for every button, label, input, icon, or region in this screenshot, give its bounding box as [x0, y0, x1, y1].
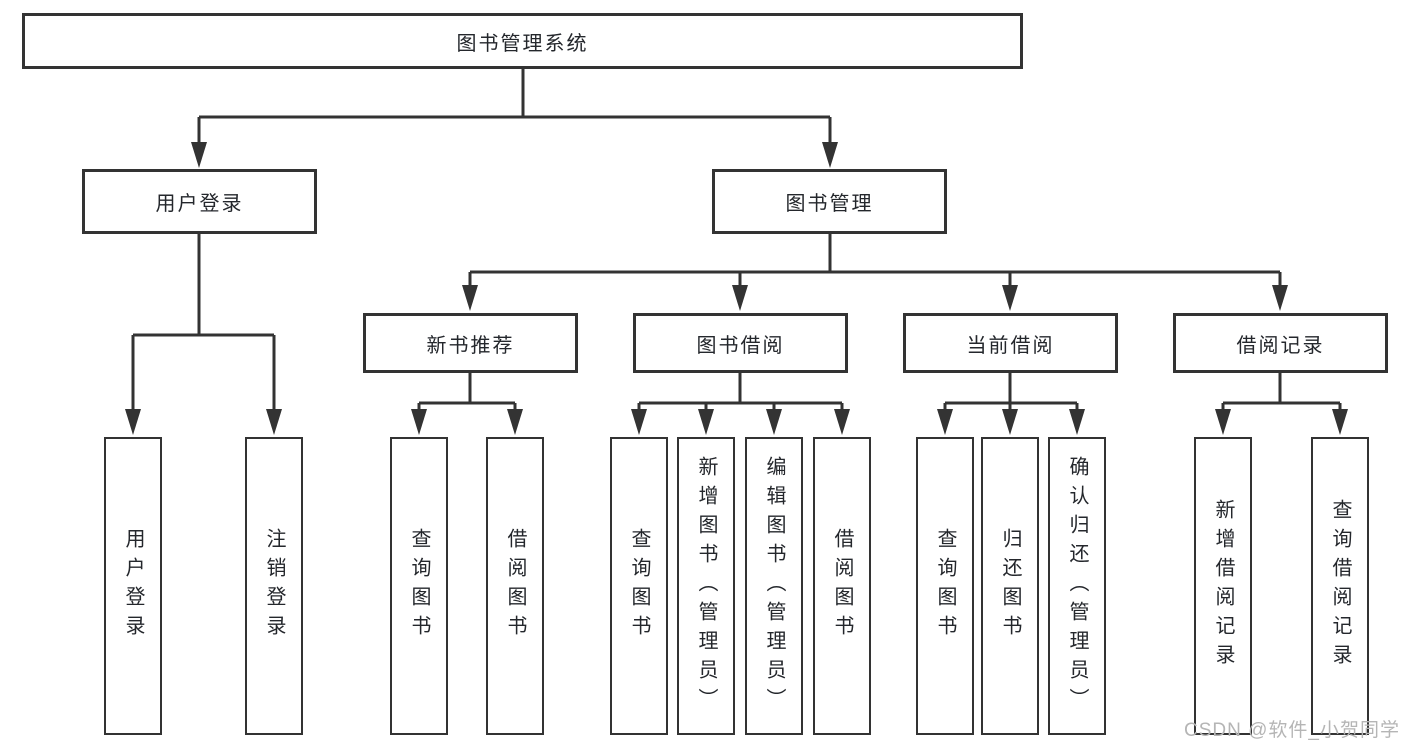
node-current-borrow-label: 当前借阅 — [966, 334, 1055, 357]
arrowhead-leaf-user-login — [125, 409, 141, 435]
arrowhead-leaf-return-books — [1002, 409, 1018, 435]
leaf-logout-label: 注销登录 — [263, 528, 285, 644]
node-book-borrow-label: 图书借阅 — [696, 334, 785, 357]
arrowhead-leaf-edit-books — [766, 409, 782, 435]
leaf-borrow-books-borrow-label: 借阅图书 — [831, 528, 853, 644]
connector-root-to-level2 — [197, 69, 832, 152]
leaf-query-borrow-record-label: 查询借阅记录 — [1329, 499, 1351, 673]
node-book-management: 图书管理 — [712, 169, 947, 234]
connector-bookborrow-to-leaves — [637, 373, 844, 420]
leaf-confirm-return-admin: 确认归还（管理员） — [1048, 437, 1106, 735]
node-book-borrow: 图书借阅 — [633, 313, 848, 373]
leaf-add-books-admin-label: 新增图书（管理员） — [695, 455, 717, 717]
arrowhead-leaf-borrow-books-nb — [507, 409, 523, 435]
node-root-label: 图书管理系统 — [456, 32, 589, 55]
arrowhead-leaf-borrow-books-bb — [834, 409, 850, 435]
node-borrow-records-label: 借阅记录 — [1236, 334, 1325, 357]
leaf-borrow-books-newbook: 借阅图书 — [486, 437, 544, 735]
leaf-query-books-borrow: 查询图书 — [610, 437, 668, 735]
leaf-query-books-current: 查询图书 — [916, 437, 974, 735]
connector-userlogin-to-leaves — [131, 234, 276, 420]
arrowhead-borrow-records — [1272, 285, 1288, 311]
leaf-user-login: 用户登录 — [104, 437, 162, 735]
node-new-book-recommend: 新书推荐 — [363, 313, 578, 373]
leaf-logout: 注销登录 — [245, 437, 303, 735]
node-current-borrow: 当前借阅 — [903, 313, 1118, 373]
leaf-borrow-books-borrow: 借阅图书 — [813, 437, 871, 735]
leaf-return-books: 归还图书 — [981, 437, 1039, 735]
leaf-user-login-label: 用户登录 — [122, 528, 144, 644]
connector-borrowrecords-to-leaves — [1221, 373, 1342, 420]
arrowhead-leaf-confirm-return — [1069, 409, 1085, 435]
arrowhead-book-management — [822, 142, 838, 168]
arrowhead-leaf-logout — [266, 409, 282, 435]
arrowhead-current-borrow — [1002, 285, 1018, 311]
leaf-return-books-label: 归还图书 — [999, 528, 1021, 644]
leaf-query-books-newbook-label: 查询图书 — [408, 528, 430, 644]
node-book-management-label: 图书管理 — [785, 193, 874, 215]
arrowhead-leaf-add-record — [1215, 409, 1231, 435]
leaf-add-borrow-record-label: 新增借阅记录 — [1212, 499, 1234, 673]
csdn-watermark: CSDN @软件_小贺同学 — [1184, 720, 1400, 741]
leaf-borrow-books-newbook-label: 借阅图书 — [504, 528, 526, 644]
leaf-add-books-admin: 新增图书（管理员） — [677, 437, 735, 735]
leaf-edit-books-admin-label: 编辑图书（管理员） — [763, 455, 785, 717]
node-user-login: 用户登录 — [82, 169, 317, 234]
leaf-edit-books-admin: 编辑图书（管理员） — [745, 437, 803, 735]
leaf-add-borrow-record: 新增借阅记录 — [1194, 437, 1252, 735]
leaf-query-books-newbook: 查询图书 — [390, 437, 448, 735]
leaf-query-borrow-record: 查询借阅记录 — [1311, 437, 1369, 735]
node-user-login-label: 用户登录 — [155, 193, 244, 215]
arrowhead-leaf-query-books-nb — [411, 409, 427, 435]
leaf-query-books-current-label: 查询图书 — [934, 528, 956, 644]
arrowhead-new-book-recommend — [462, 285, 478, 311]
leaf-query-books-borrow-label: 查询图书 — [628, 528, 650, 644]
node-root: 图书管理系统 — [22, 13, 1023, 69]
arrowhead-user-login — [191, 142, 207, 168]
arrowhead-leaf-query-books-bb — [631, 409, 647, 435]
arrowhead-leaf-query-books-cb — [937, 409, 953, 435]
arrowhead-leaf-add-books — [698, 409, 714, 435]
connector-bookmgmt-to-level3 — [468, 233, 1282, 295]
arrowhead-leaf-query-record — [1332, 409, 1348, 435]
node-new-book-recommend-label: 新书推荐 — [426, 334, 515, 357]
arrowhead-book-borrow — [732, 285, 748, 311]
node-borrow-records: 借阅记录 — [1173, 313, 1388, 373]
leaf-confirm-return-admin-label: 确认归还（管理员） — [1066, 455, 1088, 717]
connector-newbook-to-leaves — [417, 373, 517, 420]
